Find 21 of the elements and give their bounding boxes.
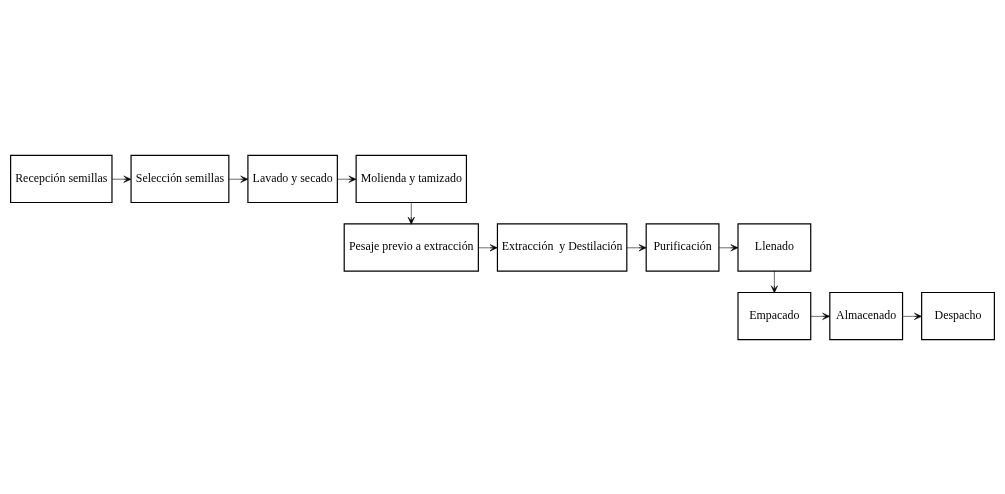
arrow — [111, 175, 132, 183]
node-box: Lavado y secado — [247, 154, 338, 203]
arrow — [228, 175, 249, 183]
node-box: Despacho — [921, 291, 995, 340]
node-box: Molienda y tamizado — [355, 154, 468, 203]
arrow — [407, 201, 415, 225]
node-box: Pesaje previo a extracción — [343, 222, 479, 272]
arrow — [626, 243, 647, 251]
node-box: Extracción y Destilación — [496, 222, 628, 272]
arrow — [770, 269, 778, 293]
arrow — [810, 312, 831, 320]
arrow — [902, 312, 922, 320]
arrow — [478, 243, 498, 251]
node-box: Almacenado — [829, 291, 904, 340]
node-box: Purificación — [645, 222, 720, 272]
arrow — [337, 175, 357, 183]
node-box: Selección semillas — [130, 154, 230, 203]
node-box: Empacado — [737, 291, 812, 340]
node-box: Llenado — [737, 222, 812, 272]
node-box: Recepción semillas — [10, 154, 113, 203]
arrow — [718, 243, 739, 251]
